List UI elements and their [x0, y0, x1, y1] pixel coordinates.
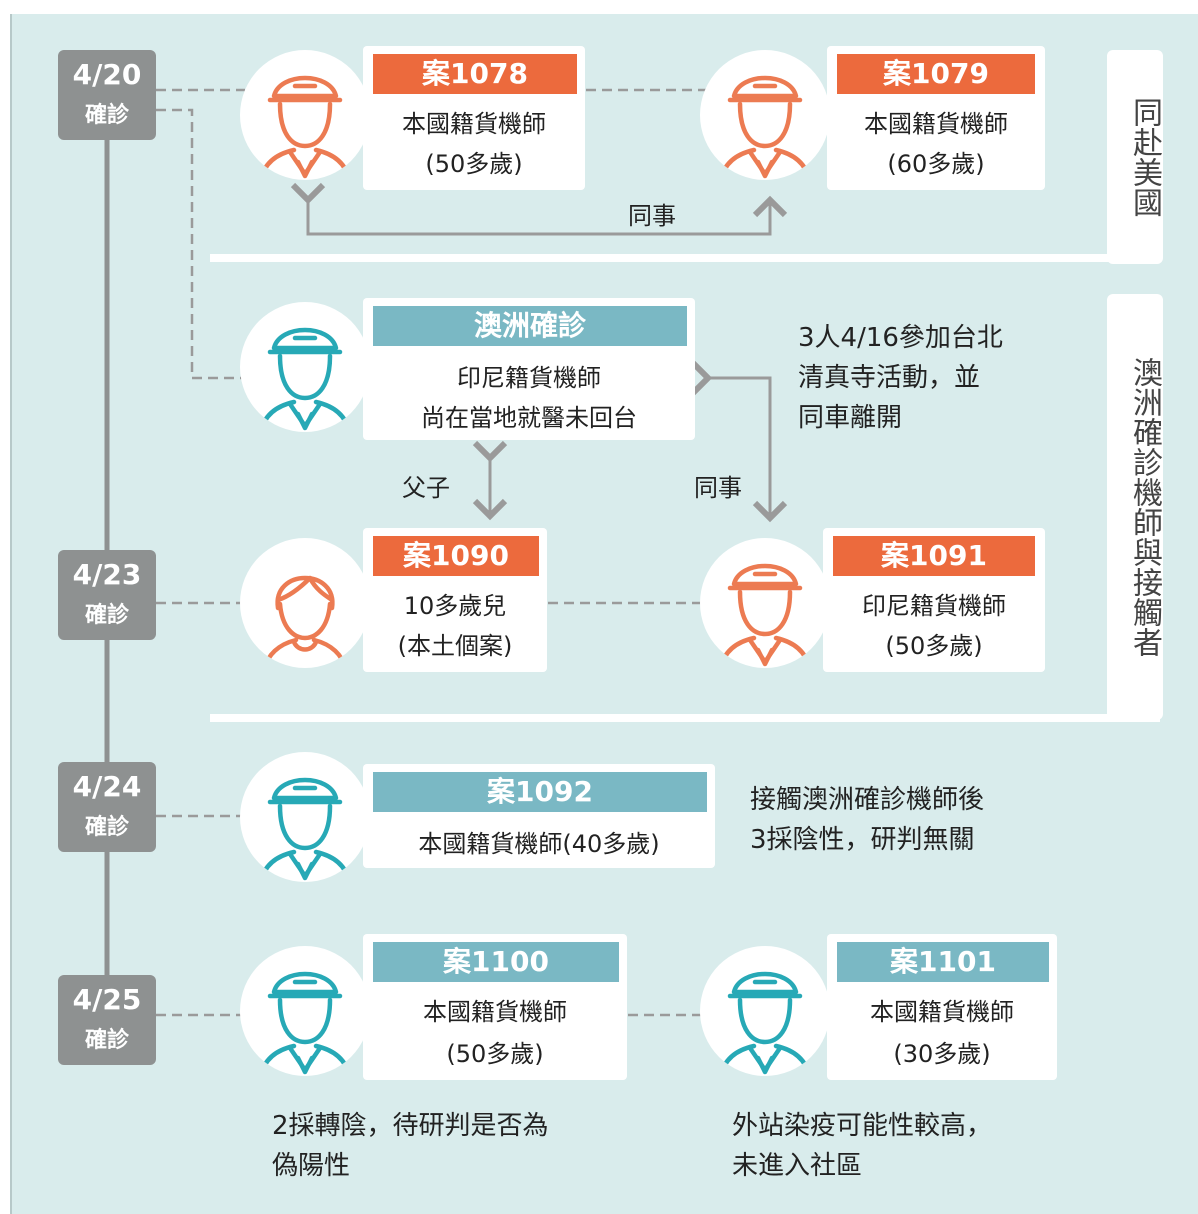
case-line1: 本國籍貨機師 [423, 998, 567, 1026]
relation-colleague-top: 同事 [628, 202, 676, 230]
note-line: 2採轉陰，待研判是否為 [272, 1111, 549, 1141]
case-line2: (30多歲) [893, 1040, 991, 1068]
case-header: 案1091 [833, 536, 1035, 576]
avatar [240, 752, 370, 882]
case-card: 案1092 本國籍貨機師(40多歲) [363, 764, 715, 868]
note-case1101: 外站染疫可能性較高， 未進入社區 [732, 1106, 992, 1186]
case-line1: 本國籍貨機師 [870, 998, 1014, 1026]
date-value: 4/23 [72, 558, 142, 591]
note-line: 偽陽性 [272, 1151, 351, 1181]
avatar [240, 538, 370, 668]
case-card: 澳洲確診 印尼籍貨機師 尚在當地就醫未回台 [363, 298, 695, 440]
case-line1: 本國籍貨機師 [864, 110, 1008, 138]
date-label: 確診 [84, 603, 129, 628]
case-line2: (60多歲) [887, 150, 985, 178]
date-box: 4/20 確診 [58, 50, 156, 140]
case-line2: (50多歲) [885, 632, 983, 660]
pilot-icon [258, 971, 352, 1076]
date-box: 4/25 確診 [58, 975, 156, 1065]
case-card: 案1101 本國籍貨機師 (30多歲) [827, 934, 1057, 1080]
note-line: 同車離開 [798, 403, 903, 433]
note-line: 清真寺活動，並 [798, 363, 981, 393]
relation-colleague-mid: 同事 [694, 474, 742, 502]
note-line: 3人4/16參加台北 [798, 323, 1003, 353]
pilot-icon [718, 75, 812, 180]
case-line1: 本國籍貨機師 [402, 110, 546, 138]
note-line: 外站染疫可能性較高， [732, 1111, 993, 1141]
avatar [700, 946, 830, 1076]
note-line: 3採陰性，研判無關 [750, 825, 975, 855]
case-header: 案1092 [373, 772, 707, 812]
group-label-australia: 澳洲確診機師與接觸者 [1107, 294, 1163, 720]
note-line: 接觸澳洲確診機師後 [750, 785, 985, 815]
case-line1: 10多歲兒 [403, 592, 507, 620]
case-line1: 印尼籍貨機師 [862, 592, 1006, 620]
case-card: 案1079 本國籍貨機師 (60多歲) [827, 46, 1045, 190]
case-line2: (本土個案) [397, 632, 513, 660]
case-card: 案1090 10多歲兒 (本土個案) [363, 528, 547, 672]
case-header: 案1101 [837, 942, 1049, 982]
avatar [700, 50, 830, 180]
relation-father-son: 父子 [402, 474, 450, 502]
pilot-icon [258, 777, 352, 882]
note-case1100: 2採轉陰，待研判是否為 偽陽性 [272, 1106, 549, 1186]
case-header: 澳洲確診 [373, 306, 687, 346]
date-value: 4/20 [72, 58, 142, 91]
date-label: 確診 [84, 815, 129, 840]
date-value: 4/25 [72, 983, 142, 1016]
date-value: 4/24 [72, 770, 142, 803]
pilot-icon [258, 327, 352, 432]
case-card: 案1100 本國籍貨機師 (50多歲) [363, 934, 627, 1080]
note-case1092: 接觸澳洲確診機師後 3採陰性，研判無關 [750, 780, 984, 860]
pilot-icon [718, 971, 812, 1076]
pilot-icon [718, 563, 812, 668]
dash-420-australia [156, 108, 245, 380]
date-box: 4/24 確診 [58, 762, 156, 852]
case-header: 案1079 [837, 54, 1035, 94]
note-mosque: 3人4/16參加台北 清真寺活動，並 同車離開 [798, 318, 1003, 438]
pilot-icon [258, 75, 352, 180]
avatar [700, 538, 830, 668]
case-card: 案1091 印尼籍貨機師 (50多歲) [823, 528, 1045, 672]
case-line1: 印尼籍貨機師 [457, 364, 601, 392]
case-header: 案1090 [373, 536, 539, 576]
group-label-us: 同赴美國 [1107, 50, 1163, 264]
note-line: 未進入社區 [732, 1151, 863, 1181]
separator-top [210, 254, 1160, 262]
avatar [240, 302, 370, 432]
separator-bottom [210, 714, 1160, 722]
case-line2: (50多歲) [425, 150, 523, 178]
arrow-colleague-mid [690, 360, 788, 523]
child-icon [262, 575, 348, 668]
avatar [240, 50, 370, 180]
case-card: 案1078 本國籍貨機師 (50多歲) [363, 46, 585, 190]
case-header: 案1078 [373, 54, 577, 94]
case-line2: 尚在當地就醫未回台 [421, 404, 637, 432]
avatar [240, 946, 370, 1076]
date-label: 確診 [84, 1028, 129, 1053]
case-line1: 本國籍貨機師(40多歲) [418, 830, 660, 858]
case-line2: (50多歲) [446, 1040, 544, 1068]
date-box: 4/23 確診 [58, 550, 156, 640]
date-label: 確診 [84, 103, 129, 128]
arrow-colleague-top [290, 182, 788, 236]
case-header: 案1100 [373, 942, 619, 982]
